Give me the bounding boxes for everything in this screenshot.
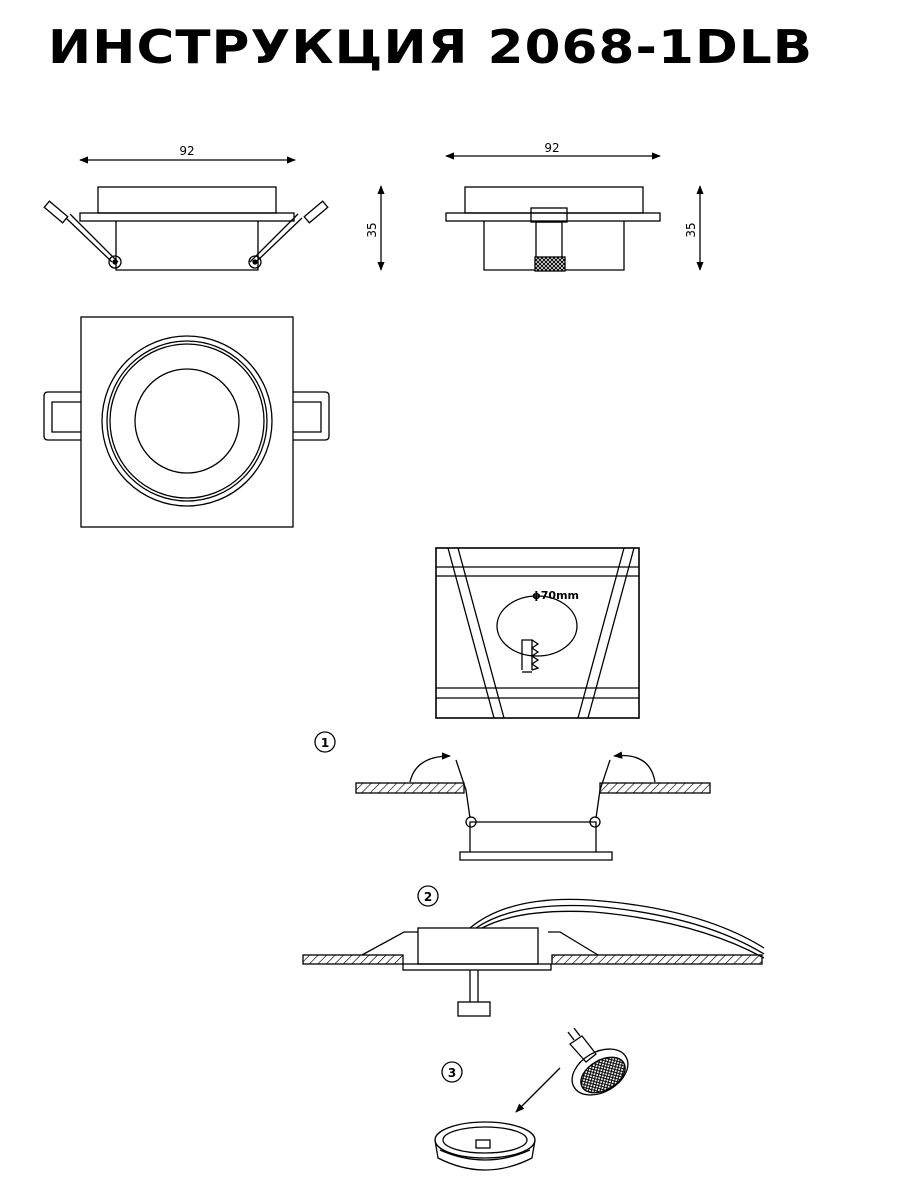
- page-title: ИНСТРУКЦИЯ 2068-1DLB: [48, 20, 814, 74]
- left-spring: [65, 217, 113, 263]
- step-2-left-spring: [361, 931, 418, 956]
- step-3-ring-side: [434, 1139, 536, 1171]
- front-view-drawing: [445, 152, 704, 272]
- saw-icon: [521, 639, 533, 670]
- step-3-bulb-base: [569, 1035, 597, 1063]
- top-view-lens: [134, 368, 240, 474]
- front-height-value: 35: [684, 222, 698, 237]
- front-spring-body: [535, 221, 563, 261]
- side-height-value: 35: [365, 222, 379, 237]
- top-view-outer-ring: [101, 335, 273, 507]
- step-2-right-spring: [548, 931, 599, 956]
- ceiling-cutout-diagram: [435, 547, 640, 719]
- side-view-drawing: [43, 156, 385, 271]
- step-1-flange: [459, 851, 613, 861]
- step-3-diagram: [434, 1027, 629, 1171]
- right-spring: [255, 217, 303, 263]
- step-2-cable-1: [469, 898, 765, 949]
- cutout-frame: [435, 547, 640, 719]
- right-spring-pivot: [248, 255, 262, 269]
- front-width-value: 92: [544, 141, 559, 155]
- front-flange: [445, 212, 661, 222]
- step-2-number: 2: [424, 890, 432, 904]
- top-view-drawing: [43, 316, 330, 528]
- step-3-pointer: [515, 1067, 561, 1113]
- top-view-left-clip: [43, 391, 81, 441]
- step-3-badge: [441, 1061, 463, 1083]
- step-1-right-spring: [595, 759, 611, 819]
- step-2-flange: [402, 963, 552, 971]
- step-3-bulb-reflector: [571, 1048, 629, 1096]
- step-1-number: 1: [321, 736, 329, 750]
- step-1-right-arrow: [613, 751, 656, 783]
- front-top-body: [464, 186, 644, 214]
- top-view-square-plate: [80, 316, 294, 528]
- step-1-diagram: [314, 731, 711, 861]
- step-3-number: 3: [448, 1066, 456, 1080]
- side-width-value: 92: [179, 144, 194, 158]
- step-1-badge: [314, 731, 336, 753]
- right-spring-tip: [303, 200, 329, 224]
- step-2-ceiling-left: [302, 954, 404, 965]
- step-2-diagram: [302, 885, 765, 1017]
- front-spring-coil: [534, 256, 566, 272]
- side-top-body: [97, 186, 277, 214]
- step-1-ceiling-left: [355, 782, 465, 794]
- step-2-body: [417, 927, 539, 965]
- cutout-hole: [496, 595, 578, 657]
- step-2-ceiling-right: [551, 954, 763, 965]
- step-1-left-arrow: [409, 752, 451, 783]
- side-flange: [79, 212, 295, 222]
- side-lower-body: [115, 221, 259, 271]
- front-spring-clip: [530, 207, 568, 223]
- left-spring-pivot: [108, 255, 122, 269]
- step-1-ceiling-right: [599, 782, 711, 794]
- cutout-diameter-label: ϕ70mm: [532, 589, 579, 602]
- step-2-connector: [457, 1001, 491, 1017]
- top-view-right-clip: [293, 391, 330, 441]
- step-1-left-spring: [455, 759, 471, 819]
- step-1-body: [469, 821, 597, 852]
- left-spring-tip: [43, 200, 69, 224]
- step-2-badge: [417, 885, 439, 907]
